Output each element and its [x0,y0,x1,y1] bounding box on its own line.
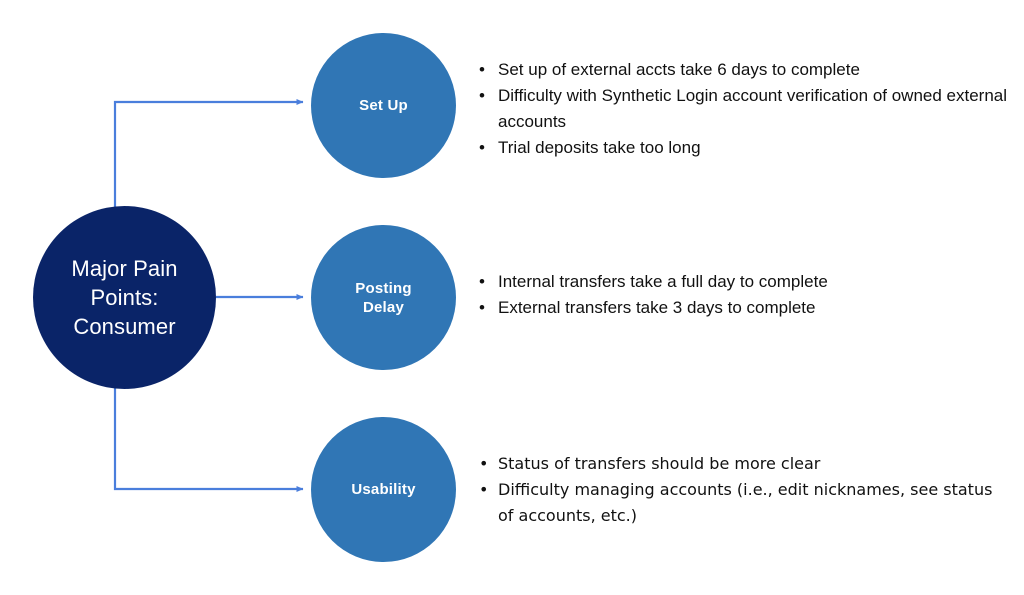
list-item: • Difficulty managing accounts (i.e., ed… [476,477,1010,529]
bullet-icon: • [479,138,485,157]
bullet-icon: • [479,60,485,79]
hub-node-label: Major Pain Points: Consumer [71,256,178,339]
hub-node-major-pain-points[interactable]: Major Pain Points: Consumer [33,206,216,389]
bullet-icon: • [479,298,485,317]
list-item-text: External transfers take 3 days to comple… [498,298,816,317]
branch-node-usability[interactable]: Usability [311,417,456,562]
bullet-list-usability: • Status of transfers should be more cle… [476,451,1010,529]
bullet-icon: • [479,480,489,499]
bullet-list-posting-delay: • Internal transfers take a full day to … [476,269,1010,321]
list-item: • Set up of external accts take 6 days t… [476,57,1010,83]
branch-node-posting-delay[interactable]: Posting Delay [311,225,456,370]
list-item: • External transfers take 3 days to comp… [476,295,1010,321]
list-item-text: Difficulty managing accounts (i.e., edit… [498,480,993,525]
list-item: • Internal transfers take a full day to … [476,269,1010,295]
list-item-text: Status of transfers should be more clear [498,454,821,473]
list-item: • Difficulty with Synthetic Login accoun… [476,83,1010,135]
list-item-text: Difficulty with Synthetic Login account … [498,86,1008,131]
list-item-text: Set up of external accts take 6 days to … [498,60,860,79]
list-item-text: Trial deposits take too long [498,138,701,157]
bullet-icon: • [479,454,489,473]
branch-node-label-usability: Usability [351,481,416,498]
list-item-text: Internal transfers take a full day to co… [498,272,828,291]
bullet-icon: • [479,86,485,105]
branch-node-set-up[interactable]: Set Up [311,33,456,178]
branch-node-label-posting-delay: Posting Delay [355,279,412,316]
list-item: • Trial deposits take too long [476,135,1010,161]
bullet-list-set-up: • Set up of external accts take 6 days t… [476,57,1010,161]
bullet-icon: • [479,272,485,291]
branch-node-label-set-up: Set Up [359,97,408,114]
list-item: • Status of transfers should be more cle… [476,451,1010,477]
